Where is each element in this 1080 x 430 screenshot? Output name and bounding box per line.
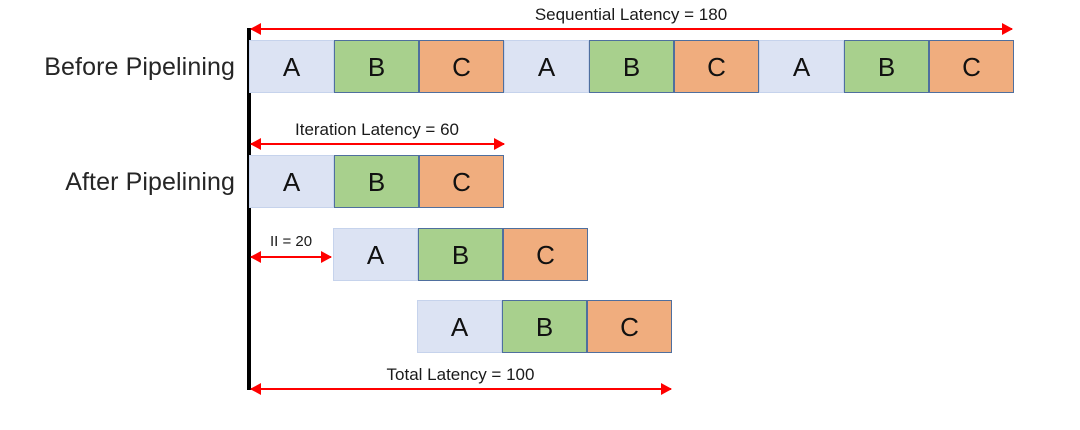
total-latency-label: Total Latency = 100 (386, 365, 535, 384)
stage-block-b: B (334, 155, 419, 208)
stage-block-c: C (587, 300, 672, 353)
stage-row-before-pipelining: A B C A B C A B C (249, 40, 1014, 93)
arrow-line (251, 143, 504, 145)
total-latency-arrow (250, 383, 672, 395)
stage-block-b: B (589, 40, 674, 93)
iteration-latency-arrow (250, 138, 505, 150)
arrow-head-left (250, 138, 261, 150)
stage-block-a: A (417, 300, 502, 353)
stage-row-after-pipelining-iter-3: A B C (417, 300, 672, 353)
row-label-before-pipelining: Before Pipelining (44, 53, 235, 81)
stage-block-b: B (844, 40, 929, 93)
sequential-latency-arrow (250, 23, 1013, 35)
initiation-interval-label: II = 20 (269, 233, 313, 250)
stage-block-b: B (418, 228, 503, 281)
arrow-head-right (321, 251, 332, 263)
stage-block-b: B (502, 300, 587, 353)
initiation-interval-arrow (250, 251, 332, 263)
stage-block-a: A (249, 155, 334, 208)
row-label-after-pipelining: After Pipelining (65, 168, 235, 196)
arrow-head-right (494, 138, 505, 150)
stage-block-c: C (419, 40, 504, 93)
stage-block-a: A (504, 40, 589, 93)
arrow-head-right (661, 383, 672, 395)
stage-block-a: A (759, 40, 844, 93)
stage-block-a: A (333, 228, 418, 281)
stage-block-a: A (249, 40, 334, 93)
arrow-line (251, 388, 671, 390)
arrow-line (251, 28, 1012, 30)
stage-block-c: C (674, 40, 759, 93)
stage-block-c: C (419, 155, 504, 208)
arrow-head-left (250, 251, 261, 263)
iteration-latency-label: Iteration Latency = 60 (295, 120, 459, 139)
arrow-head-left (250, 23, 261, 35)
stage-row-after-pipelining-iter-2: A B C (333, 228, 588, 281)
arrow-head-right (1002, 23, 1013, 35)
arrow-head-left (250, 383, 261, 395)
sequential-latency-label: Sequential Latency = 180 (534, 5, 728, 24)
stage-block-c: C (503, 228, 588, 281)
stage-row-after-pipelining-iter-1: A B C (249, 155, 504, 208)
time-origin-axis (247, 28, 251, 390)
stage-block-b: B (334, 40, 419, 93)
stage-block-c: C (929, 40, 1014, 93)
arrow-line (251, 256, 331, 258)
